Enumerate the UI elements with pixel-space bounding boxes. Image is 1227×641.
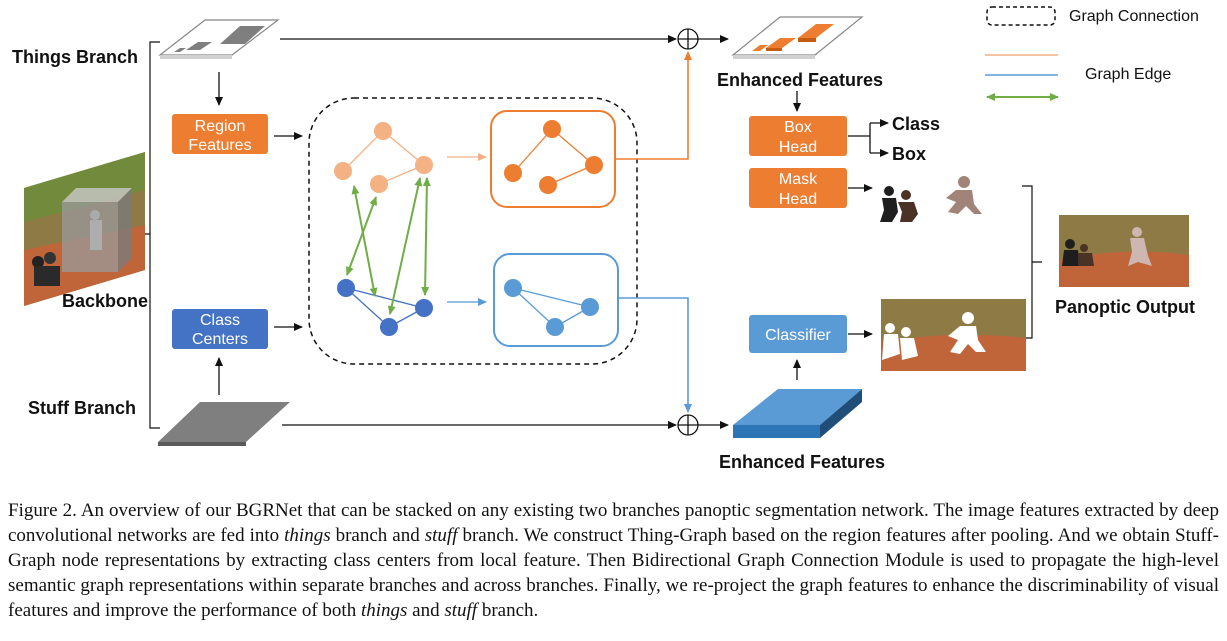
- legend-graph-connection-label: Graph Connection: [1069, 8, 1199, 25]
- stuff-plus-circle: [677, 414, 699, 436]
- stuff-reprojection-path: [618, 297, 692, 413]
- cross-graph-connections: [346, 177, 431, 315]
- caption-stuff: stuff: [444, 600, 478, 621]
- panoptic-output-label: Panoptic Output: [1055, 297, 1195, 317]
- caption-text: branch and: [330, 525, 425, 546]
- thing-node: [415, 156, 433, 174]
- legend-graph-edge-label: Graph Edge: [1085, 66, 1171, 83]
- box-output-label: Box: [892, 144, 926, 164]
- mask-head: Mask Head: [749, 168, 847, 208]
- region-features-box: Region Features: [172, 114, 268, 154]
- stuff-feature-map: [158, 402, 290, 446]
- box-head-line1: Box: [784, 119, 812, 136]
- class-output-label: Class: [892, 114, 940, 134]
- figure-caption: Figure 2. An overview of our BGRNet that…: [8, 498, 1219, 623]
- mask-head-line1: Mask: [779, 171, 818, 188]
- stuff-graph-output: [493, 253, 619, 347]
- box-head-fork: [848, 123, 871, 153]
- thing-node: [334, 162, 352, 180]
- classifier-box: Classifier: [749, 315, 847, 353]
- mask-head-line2: Head: [779, 191, 817, 208]
- legend: Graph Connection Graph Edge: [985, 6, 1199, 101]
- semantic-output-image: [881, 299, 1026, 371]
- box-head-line2: Head: [779, 139, 817, 156]
- classifier-label: Classifier: [765, 327, 831, 344]
- stuff-node: [337, 279, 355, 297]
- stuff-node: [415, 299, 433, 317]
- caption-stuff: stuff: [424, 525, 458, 546]
- class-centers-box: Class Centers: [172, 309, 268, 349]
- thing-reprojection-path: [615, 51, 692, 160]
- thing-graph-output: [490, 110, 616, 208]
- things-feature-map: [158, 19, 280, 59]
- panoptic-output-image: [1059, 215, 1189, 287]
- backbone-label: Backbone: [62, 291, 148, 311]
- graph-connection-module: [308, 97, 638, 365]
- things-branch-label: Things Branch: [12, 47, 138, 67]
- stuff-graph: [337, 279, 433, 336]
- caption-text: branch.: [477, 600, 539, 621]
- box-head: Box Head: [749, 116, 847, 156]
- region-features-line2: Features: [188, 137, 251, 154]
- enhanced-features-bottom-map: [733, 389, 862, 438]
- stuff-node: [380, 318, 398, 336]
- legend-graph-connection-swatch: [986, 6, 1056, 26]
- class-centers-line1: Class: [200, 312, 240, 329]
- region-features-line1: Region: [195, 118, 246, 135]
- backbone-cube: [62, 188, 132, 272]
- class-centers-line2: Centers: [192, 331, 248, 348]
- stuff-branch-label: Stuff Branch: [28, 398, 136, 418]
- caption-things: things: [360, 600, 408, 621]
- things-plus-circle: [677, 28, 699, 50]
- caption-text: Figure 2. An overview of our BGRNet that…: [8, 500, 1219, 546]
- bgrnet-diagram: Graph Connection Graph Edge Things Branc…: [12, 6, 1199, 472]
- thing-node: [374, 122, 392, 140]
- caption-things: things: [284, 525, 331, 546]
- instance-masks: [880, 176, 982, 222]
- thing-node: [370, 175, 388, 193]
- enhanced-features-top-map: [731, 16, 864, 59]
- caption-text: and: [407, 600, 445, 621]
- panoptic-bracket: [1022, 185, 1042, 339]
- enhanced-features-bottom-label: Enhanced Features: [719, 452, 885, 472]
- caption-text: branch. We construct Thing-Graph based o…: [8, 525, 1219, 621]
- enhanced-features-top-label: Enhanced Features: [717, 70, 883, 90]
